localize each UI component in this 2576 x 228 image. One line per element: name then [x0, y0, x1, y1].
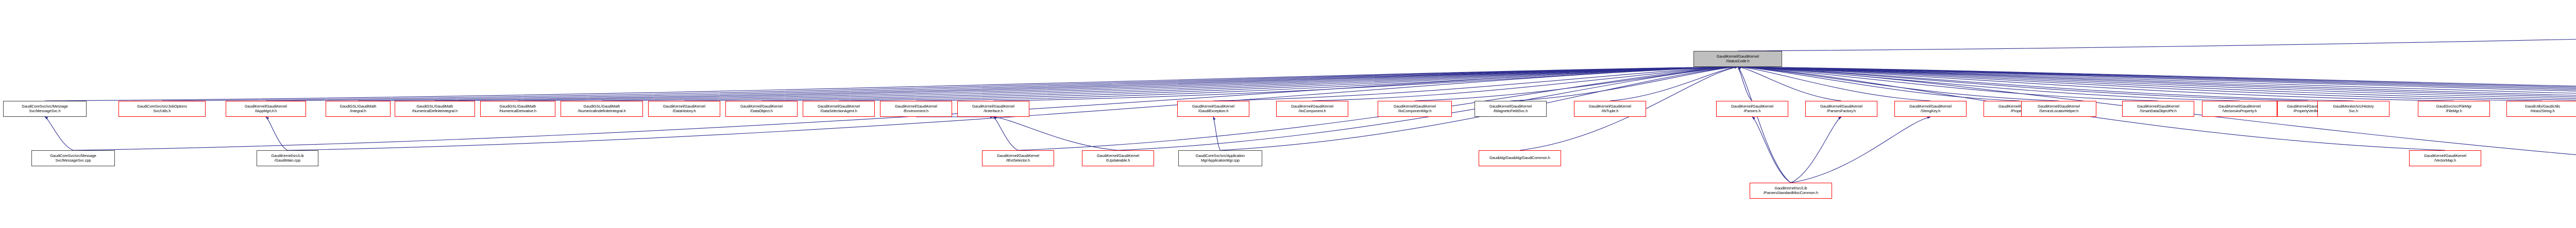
- graph-edge: [993, 65, 1738, 101]
- graph-node[interactable]: GaudiKernel/GaudiKernel /VectorMap.h: [2409, 150, 2481, 166]
- graph-edge: [684, 65, 1738, 101]
- graph-node[interactable]: GaudiKernel/GaudiKernel /IIoComponent.h: [1276, 101, 1348, 117]
- graph-edge: [44, 65, 1738, 101]
- graph-edge: [1752, 116, 1791, 183]
- graph-edge: [1737, 66, 1931, 101]
- graph-edge: [1312, 65, 1738, 101]
- graph-edge: [1737, 66, 1791, 183]
- graph-edge: [1737, 65, 2576, 94]
- graph-edge: [1519, 66, 1738, 151]
- graph-node[interactable]: GaudiKernel/src/Lib /ParsersStandardMisc…: [1750, 183, 1832, 199]
- graph-node[interactable]: GaudiUtils/GaudiUtils /Histo2String.h: [2506, 101, 2576, 117]
- graph-node[interactable]: GaudiCoreSvc/src/Message Svc/MessageSvc.…: [31, 150, 115, 166]
- graph-edge: [1737, 39, 2576, 51]
- graph-node[interactable]: GaudiSvc/src/FileMgr /FileMgr.h: [2418, 101, 2490, 117]
- graph-edge: [1213, 116, 1221, 151]
- graph-node[interactable]: GaudiKernel/GaudiKernel /Parsers.h: [1716, 101, 1788, 117]
- graph-node[interactable]: GaudiCoreSvc/src/Application Mgr/Applica…: [1178, 150, 1262, 166]
- graph-edge: [265, 116, 288, 151]
- graph-node[interactable]: GaudiGSL/GaudiMath /NumericalIndefiniteI…: [561, 101, 643, 117]
- graph-node[interactable]: GaudiGSL/GaudiMath /NumericalDefiniteInt…: [395, 101, 475, 117]
- graph-edge: [1737, 65, 2354, 101]
- graph-node[interactable]: GaudiKernel/GaudiKernel /DataObject.h: [725, 101, 798, 117]
- graph-edge: [517, 65, 1738, 101]
- graph-edge: [1737, 65, 2576, 155]
- graph-node[interactable]: GaudiMonitor/src/History Svc.h: [2317, 101, 2389, 117]
- graph-node[interactable]: GaudiKernel/GaudiKernel /IAppMgrUI.h: [226, 101, 306, 117]
- graph-edge: [1737, 66, 1842, 101]
- graph-node[interactable]: GaudiKernel/GaudiKernel /IUpdateable.h: [1082, 150, 1154, 166]
- graph-node[interactable]: GaudiKernel/GaudiKernel /ParsersFactory.…: [1805, 101, 1877, 117]
- graph-edge: [1737, 65, 2454, 101]
- graph-node[interactable]: GaudiCoreSvc/src/JobOptions Svc/Utils.h: [118, 101, 206, 117]
- graph-node[interactable]: GaudiKernel/GaudiKernel /IEvtSelector.h: [982, 150, 1054, 166]
- graph-node[interactable]: GaudiAlg/GaudiAlg/GaudiCommon.h: [1479, 150, 1561, 166]
- graph-node[interactable]: GaudiKernel/GaudiKernel /Environment.h: [880, 101, 952, 117]
- graph-node[interactable]: GaudiKernel/GaudiKernel /ServiceLocatorH…: [2021, 101, 2096, 117]
- graph-edge: [1737, 65, 2159, 101]
- graph-node[interactable]: GaudiKernel/GaudiKernel /INTuple.h: [1574, 101, 1646, 117]
- graph-node[interactable]: GaudiKernel/GaudiKernel /DataHistory.h: [648, 101, 720, 117]
- graph-edge: [916, 65, 1738, 101]
- graph-node[interactable]: GaudiKernel/GaudiKernel /GaudiException.…: [1177, 101, 1249, 117]
- graph-edge: [601, 65, 1738, 101]
- graph-node[interactable]: GaudiKernel/GaudiKernel /StringKey.h: [1894, 101, 1967, 117]
- graph-edge: [1737, 65, 2576, 99]
- graph-node[interactable]: GaudiKernel/GaudiKernel /IInterface.h: [957, 101, 1029, 117]
- graph-edge: [1609, 66, 1738, 101]
- graph-edge: [1737, 65, 2543, 101]
- graph-edge: [1414, 65, 1738, 101]
- graph-edge: [838, 65, 1738, 101]
- graph-edge: [1510, 65, 1738, 101]
- graph-node[interactable]: GaudiKernel/GaudiKernel /IMagneticFieldS…: [1475, 101, 1547, 117]
- graph-node[interactable]: GaudiKernel/src/Lib /GaudiMain.cpp: [257, 150, 318, 166]
- graph-edge: [993, 116, 1019, 151]
- graph-node[interactable]: GaudiGSL/GaudiMath /NumericalDerivative.…: [480, 101, 555, 117]
- graph-edge: [1737, 65, 2020, 101]
- graph-node[interactable]: GaudiKernel/GaudiKernel /StatusCode.h: [1693, 51, 1782, 67]
- graph-edge: [761, 65, 1738, 101]
- graph-node[interactable]: GaudiKernel/GaudiKernel /IIoComponentMgr…: [1378, 101, 1452, 117]
- graph-node[interactable]: GaudiKernel/GaudiKernel /DataSelectionAg…: [803, 101, 875, 117]
- graph-edge: [1790, 116, 1931, 183]
- graph-edge: [993, 116, 1118, 151]
- graph-edge: [1737, 65, 2576, 96]
- graph-edge: [1213, 65, 1738, 101]
- graph-edge: [44, 116, 74, 151]
- graph-node[interactable]: GaudiCoreSvc/src/Message Svc/MessageSvc.…: [3, 101, 87, 117]
- graph-edge: [1790, 116, 1842, 183]
- graph-edge: [1737, 65, 2576, 101]
- graph-node[interactable]: GaudiGSL/GaudiMath /Integral.h: [326, 101, 391, 117]
- graph-node[interactable]: GaudiKernel/GaudiKernel /VectorsAsProper…: [2202, 101, 2277, 117]
- graph-edge: [1737, 65, 2576, 86]
- graph-node[interactable]: GaudiKernel/GaudiKernel /SmartDataObject…: [2122, 101, 2194, 117]
